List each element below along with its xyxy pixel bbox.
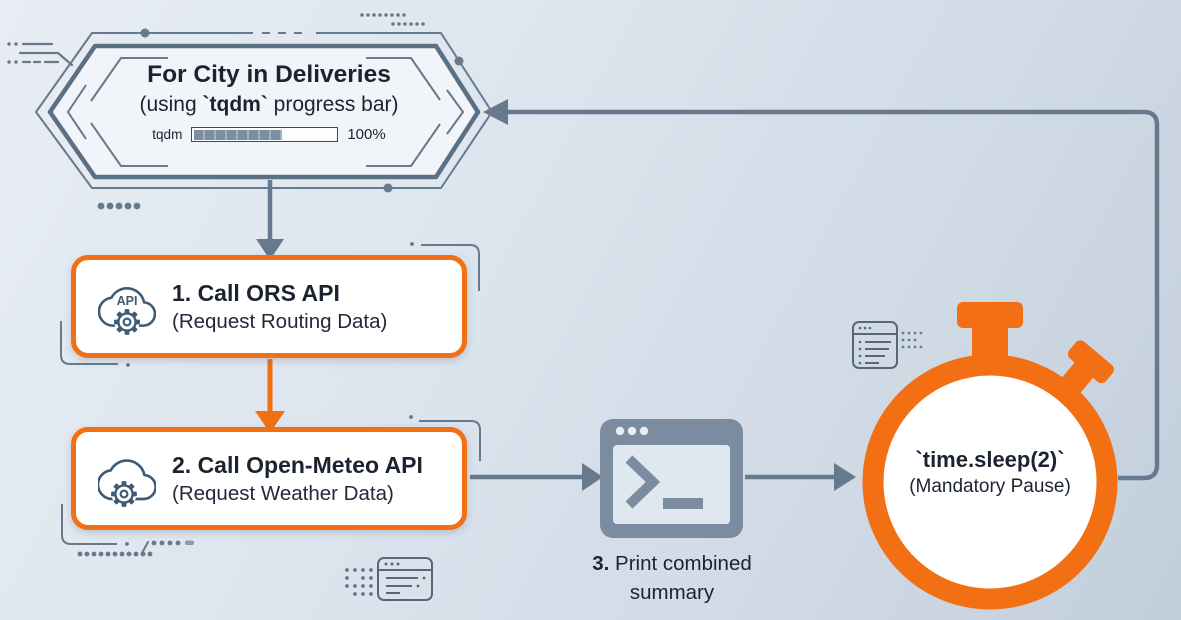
progress-bar (191, 127, 339, 142)
dot-grid-bottom (345, 568, 373, 596)
progress-fill (193, 129, 282, 140)
loop-subtitle: (using `tqdm` progress bar) (139, 93, 399, 116)
loop-hexagon (47, 43, 481, 180)
arrow-step3-to-pause (745, 463, 856, 491)
step1-text: 1. Call ORS API (Request Routing Data) (172, 278, 387, 335)
step3-caption-line1: Print combined (609, 552, 752, 575)
step1-box: API 1. Call ORS API (Request Ro (71, 255, 467, 358)
pause-title: `time.sleep(2)` (915, 447, 1065, 472)
step2-subtitle: (Request Weather Data) (172, 482, 394, 505)
prompt-chevron (625, 455, 661, 509)
list-card-icon (852, 321, 898, 369)
pause-subtitle: (Mandatory Pause) (909, 476, 1071, 497)
loop-header: For City in Deliveries (using `tqdm` pro… (85, 60, 453, 143)
stopwatch-top-button (957, 302, 1023, 328)
window-dot (627, 426, 637, 436)
pause-label: `time.sleep(2)` (Mandatory Pause) (878, 446, 1102, 500)
terminal-window-icon (600, 419, 743, 538)
stopwatch-ring (862, 354, 1118, 610)
gear-icon (114, 308, 140, 335)
node-dot (454, 56, 464, 66)
api-cloud-gear-icon: API (98, 286, 156, 335)
tqdm-progress: tqdm 100% (85, 126, 453, 143)
node-dot (383, 183, 393, 193)
gear-icon (111, 480, 137, 507)
step3-caption: 3. Print combined summary (556, 549, 788, 607)
arrow-loop-to-step1 (256, 180, 284, 260)
step2-text: 2. Call Open-Meteo API (Request Weather … (172, 450, 423, 507)
loop-title: For City in Deliveries (147, 61, 391, 88)
node-dot (140, 28, 150, 38)
cloud-gear-icon (98, 458, 156, 507)
stopwatch-icon (862, 302, 1118, 610)
step2-title: 2. Call Open-Meteo API (172, 452, 423, 478)
progress-label: tqdm (152, 127, 183, 142)
code-token: `tqdm` (202, 93, 268, 116)
prompt-underscore (663, 498, 703, 509)
step1-subtitle: (Request Routing Data) (172, 310, 388, 333)
step2-brackets (61, 415, 481, 546)
step1-title: 1. Call ORS API (172, 280, 340, 306)
step1-brackets (60, 242, 480, 367)
hexagon-outer-trace (35, 28, 493, 193)
circuit-trace-topleft (7, 42, 74, 67)
arrow-step2-to-step3 (470, 463, 603, 491)
step3-caption-line2: summary (629, 581, 715, 604)
progress-percent: 100% (347, 126, 386, 143)
api-label: API (117, 294, 138, 308)
loop-back-arrow (483, 99, 1160, 481)
dot-grid-stopwatch (901, 331, 923, 349)
step3-number: 3. (592, 552, 610, 575)
hexagon-corner-accents (67, 57, 464, 167)
code-window-icon (377, 557, 433, 601)
window-dot (615, 426, 625, 436)
dot-rows-top (360, 13, 425, 26)
arrow-step1-to-step2 (255, 359, 285, 433)
step2-box: 2. Call Open-Meteo API (Request Weather … (71, 427, 467, 530)
window-dot (639, 426, 649, 436)
dot-trace-below-step2 (77, 540, 194, 557)
dot-row-bottom-left (97, 202, 141, 210)
